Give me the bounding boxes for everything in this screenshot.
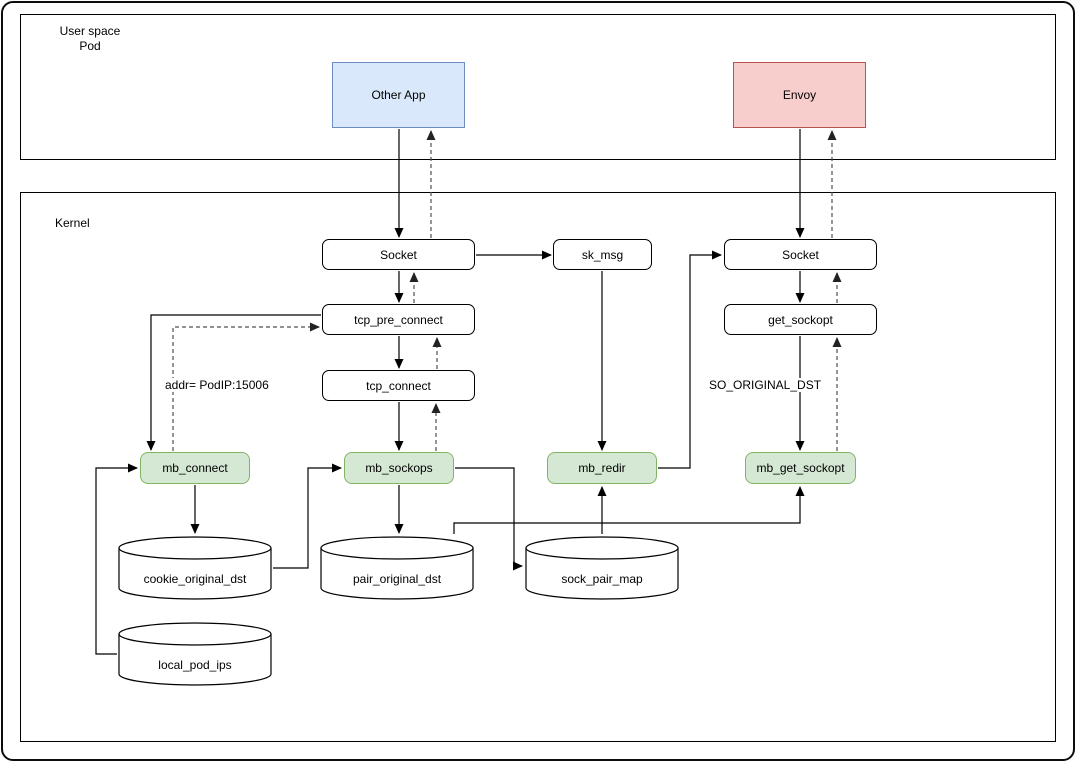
tcp-pre-connect-label: tcp_pre_connect (354, 312, 443, 327)
map-local-pod-ips: local_pod_ips (118, 622, 272, 686)
cylinder-shape (118, 536, 272, 600)
local-pod-ips-label: local_pod_ips (158, 658, 232, 672)
mb-connect-label: mb_connect (162, 461, 228, 475)
cookie-original-dst-label: cookie_original_dst (143, 572, 247, 586)
get-sockopt-label: get_sockopt (768, 312, 833, 327)
envoy-label: Envoy (782, 88, 817, 102)
mb-get-sockopt-label: mb_get_sockopt (756, 461, 845, 475)
node-mb-connect: mb_connect (140, 452, 250, 484)
other-app-label: Other App (371, 88, 426, 102)
kernel-container (20, 192, 1056, 742)
map-pair-original-dst: pair_original_dst (320, 536, 474, 600)
node-other-app: Other App (332, 62, 465, 128)
user-space-container (20, 14, 1056, 160)
map-sock-pair-map: sock_pair_map (525, 536, 679, 600)
cylinder-shape (320, 536, 474, 600)
socket-left-label: Socket (380, 247, 417, 262)
cylinder-shape (118, 622, 272, 686)
node-socket-right: Socket (724, 239, 877, 270)
node-mb-get-sockopt: mb_get_sockopt (745, 452, 856, 484)
node-envoy: Envoy (733, 62, 866, 128)
annotation-so-original-dst: SO_ORIGINAL_DST (707, 378, 824, 392)
kernel-label: Kernel (55, 216, 90, 230)
mb-sockops-label: mb_sockops (365, 461, 433, 475)
sock-pair-map-label: sock_pair_map (561, 572, 643, 586)
node-tcp-pre-connect: tcp_pre_connect (322, 304, 475, 335)
user-space-label-line1: User space (59, 24, 121, 38)
node-mb-redir: mb_redir (547, 452, 657, 484)
node-mb-sockops: mb_sockops (344, 452, 454, 484)
user-space-label: User space Pod (30, 24, 150, 54)
node-sk-msg: sk_msg (553, 239, 652, 270)
pod-label: Pod (79, 39, 101, 53)
node-socket-left: Socket (322, 239, 475, 270)
mb-redir-label: mb_redir (578, 461, 626, 475)
annotation-addr-podip: addr= PodIP:15006 (163, 378, 271, 392)
node-tcp-connect: tcp_connect (322, 370, 475, 401)
pair-original-dst-label: pair_original_dst (352, 572, 442, 586)
node-get-sockopt: get_sockopt (724, 304, 877, 335)
sk-msg-label: sk_msg (581, 247, 624, 262)
cylinder-shape (525, 536, 679, 600)
tcp-connect-label: tcp_connect (366, 378, 431, 393)
map-cookie-original-dst: cookie_original_dst (118, 536, 272, 600)
socket-right-label: Socket (782, 247, 819, 262)
